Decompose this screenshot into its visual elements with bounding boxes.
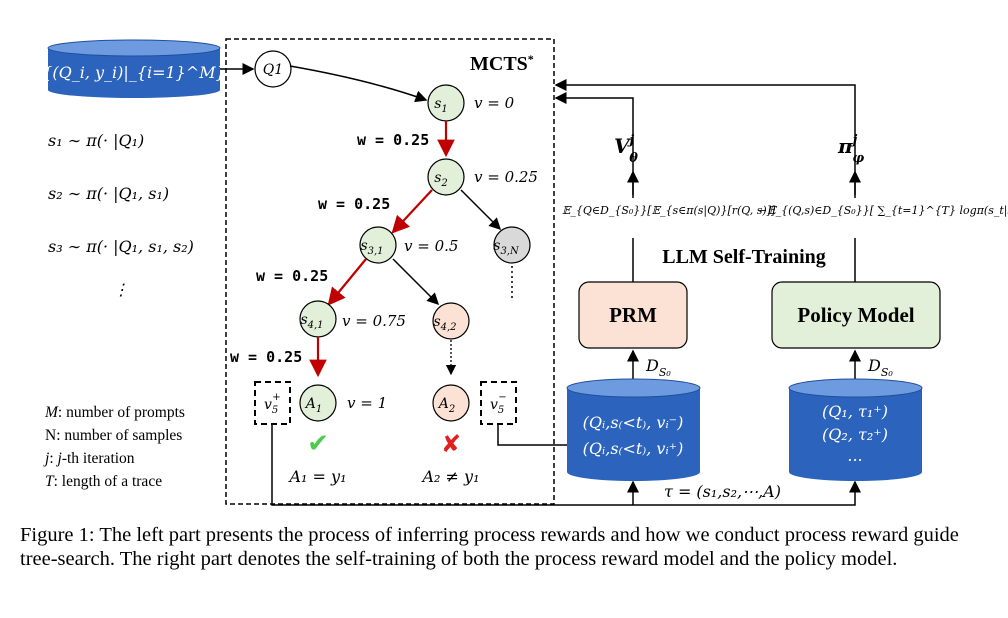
edge-s2-s31 [391, 189, 433, 234]
node-s41-label: s4,1 [300, 312, 323, 331]
value-s1: v = 0 [474, 94, 515, 112]
policy-db-cylinder: (Q₁, τ₁⁺) (Q₂, τ₂⁺) ... [788, 378, 923, 481]
legend-n: N: number of samples [45, 427, 182, 444]
value-a1: v = 1 [347, 394, 387, 412]
node-s1-label: s1 [434, 96, 448, 115]
check-icon: ✔ [307, 429, 329, 459]
value-s31: v = 0.5 [404, 237, 458, 255]
prm-db-cylinder: (Qᵢ,s₍<t₎, vᵢ⁻) (Qᵢ,s₍<t₎, vᵢ⁺) [566, 378, 701, 481]
sampling-step-2: s₂ ∼ π(· |Q₁, s₁) [48, 184, 169, 203]
edge-s2-s3n [460, 189, 502, 231]
node-s2-label: s2 [434, 170, 448, 189]
self-training-title: LLM Self-Training [662, 246, 826, 268]
v5-minus-label: v5− [490, 392, 507, 416]
dataset-label: {(Q_i, y_i)|_{i=1}^M} [42, 63, 226, 82]
tau-label: τ = (s₁,s₂,⋯,A) [664, 482, 781, 501]
v5-minus-to-prm-db [497, 424, 577, 446]
policy-db-line-1: (Q₁, τ₁⁺) [822, 402, 888, 421]
value-s2: v = 0.25 [474, 168, 538, 186]
edge-query-s1 [289, 65, 428, 103]
weight-3: w = 0.25 [256, 267, 328, 285]
policy-objective-formula: −𝔼_{(Q,s)∈D_{S₀}}[ ∑_{t=1}^{T} logπ(s_t|… [758, 204, 1008, 218]
node-s42-label: s4,2 [433, 314, 456, 333]
weight-1: w = 0.25 [357, 131, 429, 149]
mcts-box [225, 38, 555, 505]
query-node-label: Q1 [263, 62, 283, 78]
node-a2-label: A2 [437, 396, 456, 415]
value-feedback-arrow [554, 92, 634, 198]
edge-s31-s42 [392, 258, 440, 306]
answer-wrong-neq: A₂ ≠ y₁ [421, 467, 480, 486]
query-node [254, 50, 292, 88]
node-s31-label: s3,1 [360, 238, 383, 257]
v5-plus-box [254, 381, 291, 425]
cross-icon: ✘ [441, 430, 461, 458]
node-s3n [493, 226, 531, 264]
node-a1-label: A1 [304, 396, 323, 415]
value-s41: v = 0.75 [342, 312, 406, 330]
node-s31 [359, 226, 397, 264]
policy-box [771, 281, 941, 349]
node-s42 [432, 302, 470, 340]
edge-s31-s41 [327, 258, 367, 306]
policy-db-line-2: (Q₂, τ₂⁺) [822, 425, 888, 444]
prm-label: PRM [609, 303, 657, 327]
diagram-canvas: {(Q_i, y_i)|_{i=1}^M} s₁ ∼ π(· |Q₁) s₂ ∼… [42, 38, 1008, 506]
prm-db-line-2: (Qᵢ,s₍<t₎, vᵢ⁺) [583, 439, 684, 458]
node-a1 [299, 384, 337, 422]
mcts-title: MCTS* [470, 52, 534, 75]
policy-dataset-label: DS₀ [867, 356, 893, 379]
policy-feedback-arrow [554, 79, 856, 198]
prm-db-line-1: (Qᵢ,s₍<t₎, vᵢ⁻) [583, 413, 684, 432]
prm-dataset-label: DS₀ [645, 356, 671, 379]
legend-t: T: length of a trace [45, 473, 162, 490]
node-s3n-label: s3,N [493, 238, 520, 257]
figure-caption: Figure 1: The left part presents the pro… [20, 524, 959, 570]
weight-4: w = 0.25 [230, 348, 302, 366]
sampling-ellipsis: ⋮ [113, 280, 129, 299]
v5-plus-label: v5+ [264, 392, 281, 416]
answer-correct-eq: A₁ = y₁ [288, 467, 347, 486]
node-a2 [432, 384, 470, 422]
weight-2: w = 0.25 [318, 195, 390, 213]
trace-to-policy-db [271, 424, 861, 506]
dataset-cylinder: {(Q_i, y_i)|_{i=1}^M} [42, 39, 226, 98]
node-s2 [427, 158, 465, 196]
policy-label: Policy Model [797, 303, 914, 327]
v5-minus-box [480, 381, 517, 425]
legend-m: M: number of prompts [44, 404, 185, 421]
sampling-step-1: s₁ ∼ π(· |Q₁) [48, 131, 144, 150]
prm-objective-formula: 𝔼_{Q∈D_{S₀}}[𝔼_{s∈π(s|Q)}[r(Q, s)]] [562, 204, 776, 218]
sampling-step-3: s₃ ∼ π(· |Q₁, s₁, s₂) [48, 237, 194, 256]
legend-j: j: j-th iteration [43, 450, 135, 467]
policy-db-line-3: ... [847, 446, 862, 465]
prm-box [578, 281, 688, 349]
